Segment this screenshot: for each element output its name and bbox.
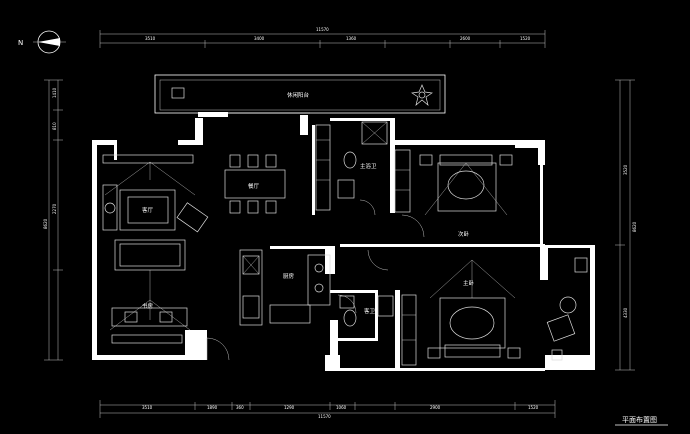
main-bath-fixtures xyxy=(315,121,388,211)
doors xyxy=(206,199,425,361)
compass: N xyxy=(18,30,66,54)
room-labels: 休闲阳台 客厅 餐厅 厨房 书房 主浴卫 客卫 次卧 主卧 xyxy=(142,91,475,315)
dim-left-2: 810 xyxy=(52,122,57,130)
dim-left-total: 8620 xyxy=(43,218,48,229)
plant-icon xyxy=(411,84,433,106)
kitchen-fixtures xyxy=(239,249,331,326)
dim-top-total: 11570 xyxy=(316,27,329,32)
dim-bottom-total: 11570 xyxy=(318,414,331,419)
room-label-living: 客厅 xyxy=(142,206,154,214)
left-dimension-lines: 1410 810 2270 8620 xyxy=(43,79,63,361)
room-label-kitchen: 厨房 xyxy=(283,272,295,280)
bottom-dimension-lines: 3510 1890 360 1290 1060 2900 1520 11570 xyxy=(99,400,556,419)
room-label-dining: 餐厅 xyxy=(248,182,260,190)
dim-bottom-7: 1520 xyxy=(528,405,539,410)
dim-top-1: 3510 xyxy=(145,36,156,41)
right-dimension-lines: 3520 4330 8620 xyxy=(615,79,637,371)
dim-bottom-6: 2900 xyxy=(430,405,441,410)
dim-bottom-5: 1060 xyxy=(336,405,347,410)
dim-right-1: 3520 xyxy=(623,164,628,175)
room-label-bath-guest: 客卫 xyxy=(364,307,376,315)
dim-top-3: 1360 xyxy=(346,36,357,41)
top-dimension-lines: 11570 3510 3400 1360 2600 1520 xyxy=(99,27,546,48)
room-label-study: 书房 xyxy=(142,302,154,310)
guest-bath-fixtures xyxy=(339,295,394,327)
room-label-balcony: 休闲阳台 xyxy=(287,91,310,99)
drawing-title-block: 平面布置图 xyxy=(615,415,668,426)
dim-bottom-4: 1290 xyxy=(284,405,295,410)
dim-top-4: 2600 xyxy=(460,36,471,41)
dim-bottom-1: 3510 xyxy=(142,405,153,410)
master-bedroom-furniture xyxy=(401,257,588,366)
bedroom-furniture xyxy=(394,149,513,216)
drawing-title: 平面布置图 xyxy=(622,415,657,424)
dim-right-total: 8620 xyxy=(632,221,637,232)
living-room-furniture xyxy=(102,154,209,344)
room-label-bedroom: 次卧 xyxy=(458,230,470,238)
dim-bottom-2: 1890 xyxy=(207,405,218,410)
dim-bottom-3: 360 xyxy=(236,405,244,410)
dim-left-1: 1410 xyxy=(52,87,57,98)
room-label-bath-main: 主浴卫 xyxy=(360,162,377,170)
dim-top-2: 3400 xyxy=(254,36,265,41)
dim-top-5: 1520 xyxy=(520,36,531,41)
room-label-master: 主卧 xyxy=(463,279,475,287)
dining-furniture xyxy=(224,154,286,214)
compass-north-label: N xyxy=(18,39,23,47)
dim-right-2: 4330 xyxy=(623,307,628,318)
dim-left-3: 2270 xyxy=(52,203,57,214)
walls xyxy=(92,112,595,371)
